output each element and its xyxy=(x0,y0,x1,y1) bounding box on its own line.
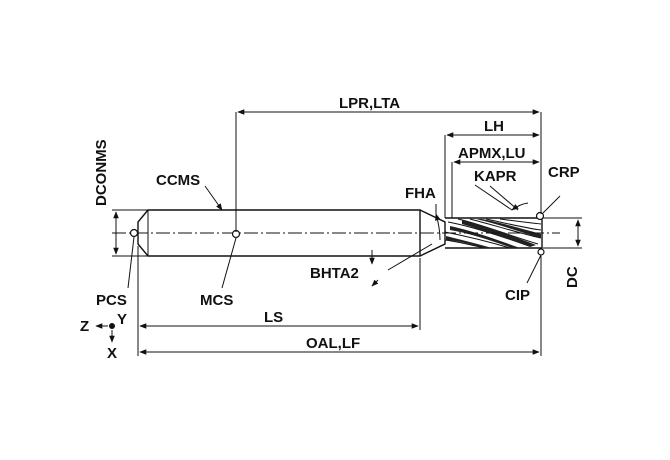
label-axis-x: X xyxy=(107,345,117,362)
dim-kapr xyxy=(474,184,529,211)
mcs-point xyxy=(221,229,241,289)
cip-point xyxy=(526,248,545,284)
crp-point xyxy=(535,195,561,221)
dim-oal-lf xyxy=(137,246,542,356)
label-ccms: CCMS xyxy=(156,172,200,189)
label-oal-lf: OAL,LF xyxy=(306,335,360,352)
dim-ls xyxy=(139,258,421,330)
dim-fha xyxy=(435,204,441,241)
label-apmx-lu: APMX,LU xyxy=(458,145,526,162)
ccms-leader xyxy=(204,185,223,211)
dim-bhta2 xyxy=(369,243,433,287)
label-lpr-lta: LPR,LTA xyxy=(339,95,400,112)
label-lh: LH xyxy=(484,118,504,135)
pcs-point xyxy=(127,228,139,289)
label-axis-z: Z xyxy=(80,318,89,335)
dim-lpr-lta xyxy=(235,109,542,232)
label-dconms: DCONMS xyxy=(93,139,110,206)
label-bhta2: BHTA2 xyxy=(310,265,359,282)
label-fha: FHA xyxy=(405,185,436,202)
label-ls: LS xyxy=(264,309,283,326)
axis-triad xyxy=(95,323,115,343)
label-axis-y: Y xyxy=(117,311,127,328)
label-mcs: MCS xyxy=(200,292,233,309)
label-kapr: KAPR xyxy=(474,168,517,185)
label-dc: DC xyxy=(564,266,581,288)
label-pcs: PCS xyxy=(96,292,127,309)
label-crp: CRP xyxy=(548,164,580,181)
dim-dc xyxy=(543,217,582,249)
dim-dconms xyxy=(112,209,148,257)
label-cip: CIP xyxy=(505,287,530,304)
dim-apmx-lu xyxy=(451,159,540,218)
dim-lh xyxy=(444,132,540,218)
